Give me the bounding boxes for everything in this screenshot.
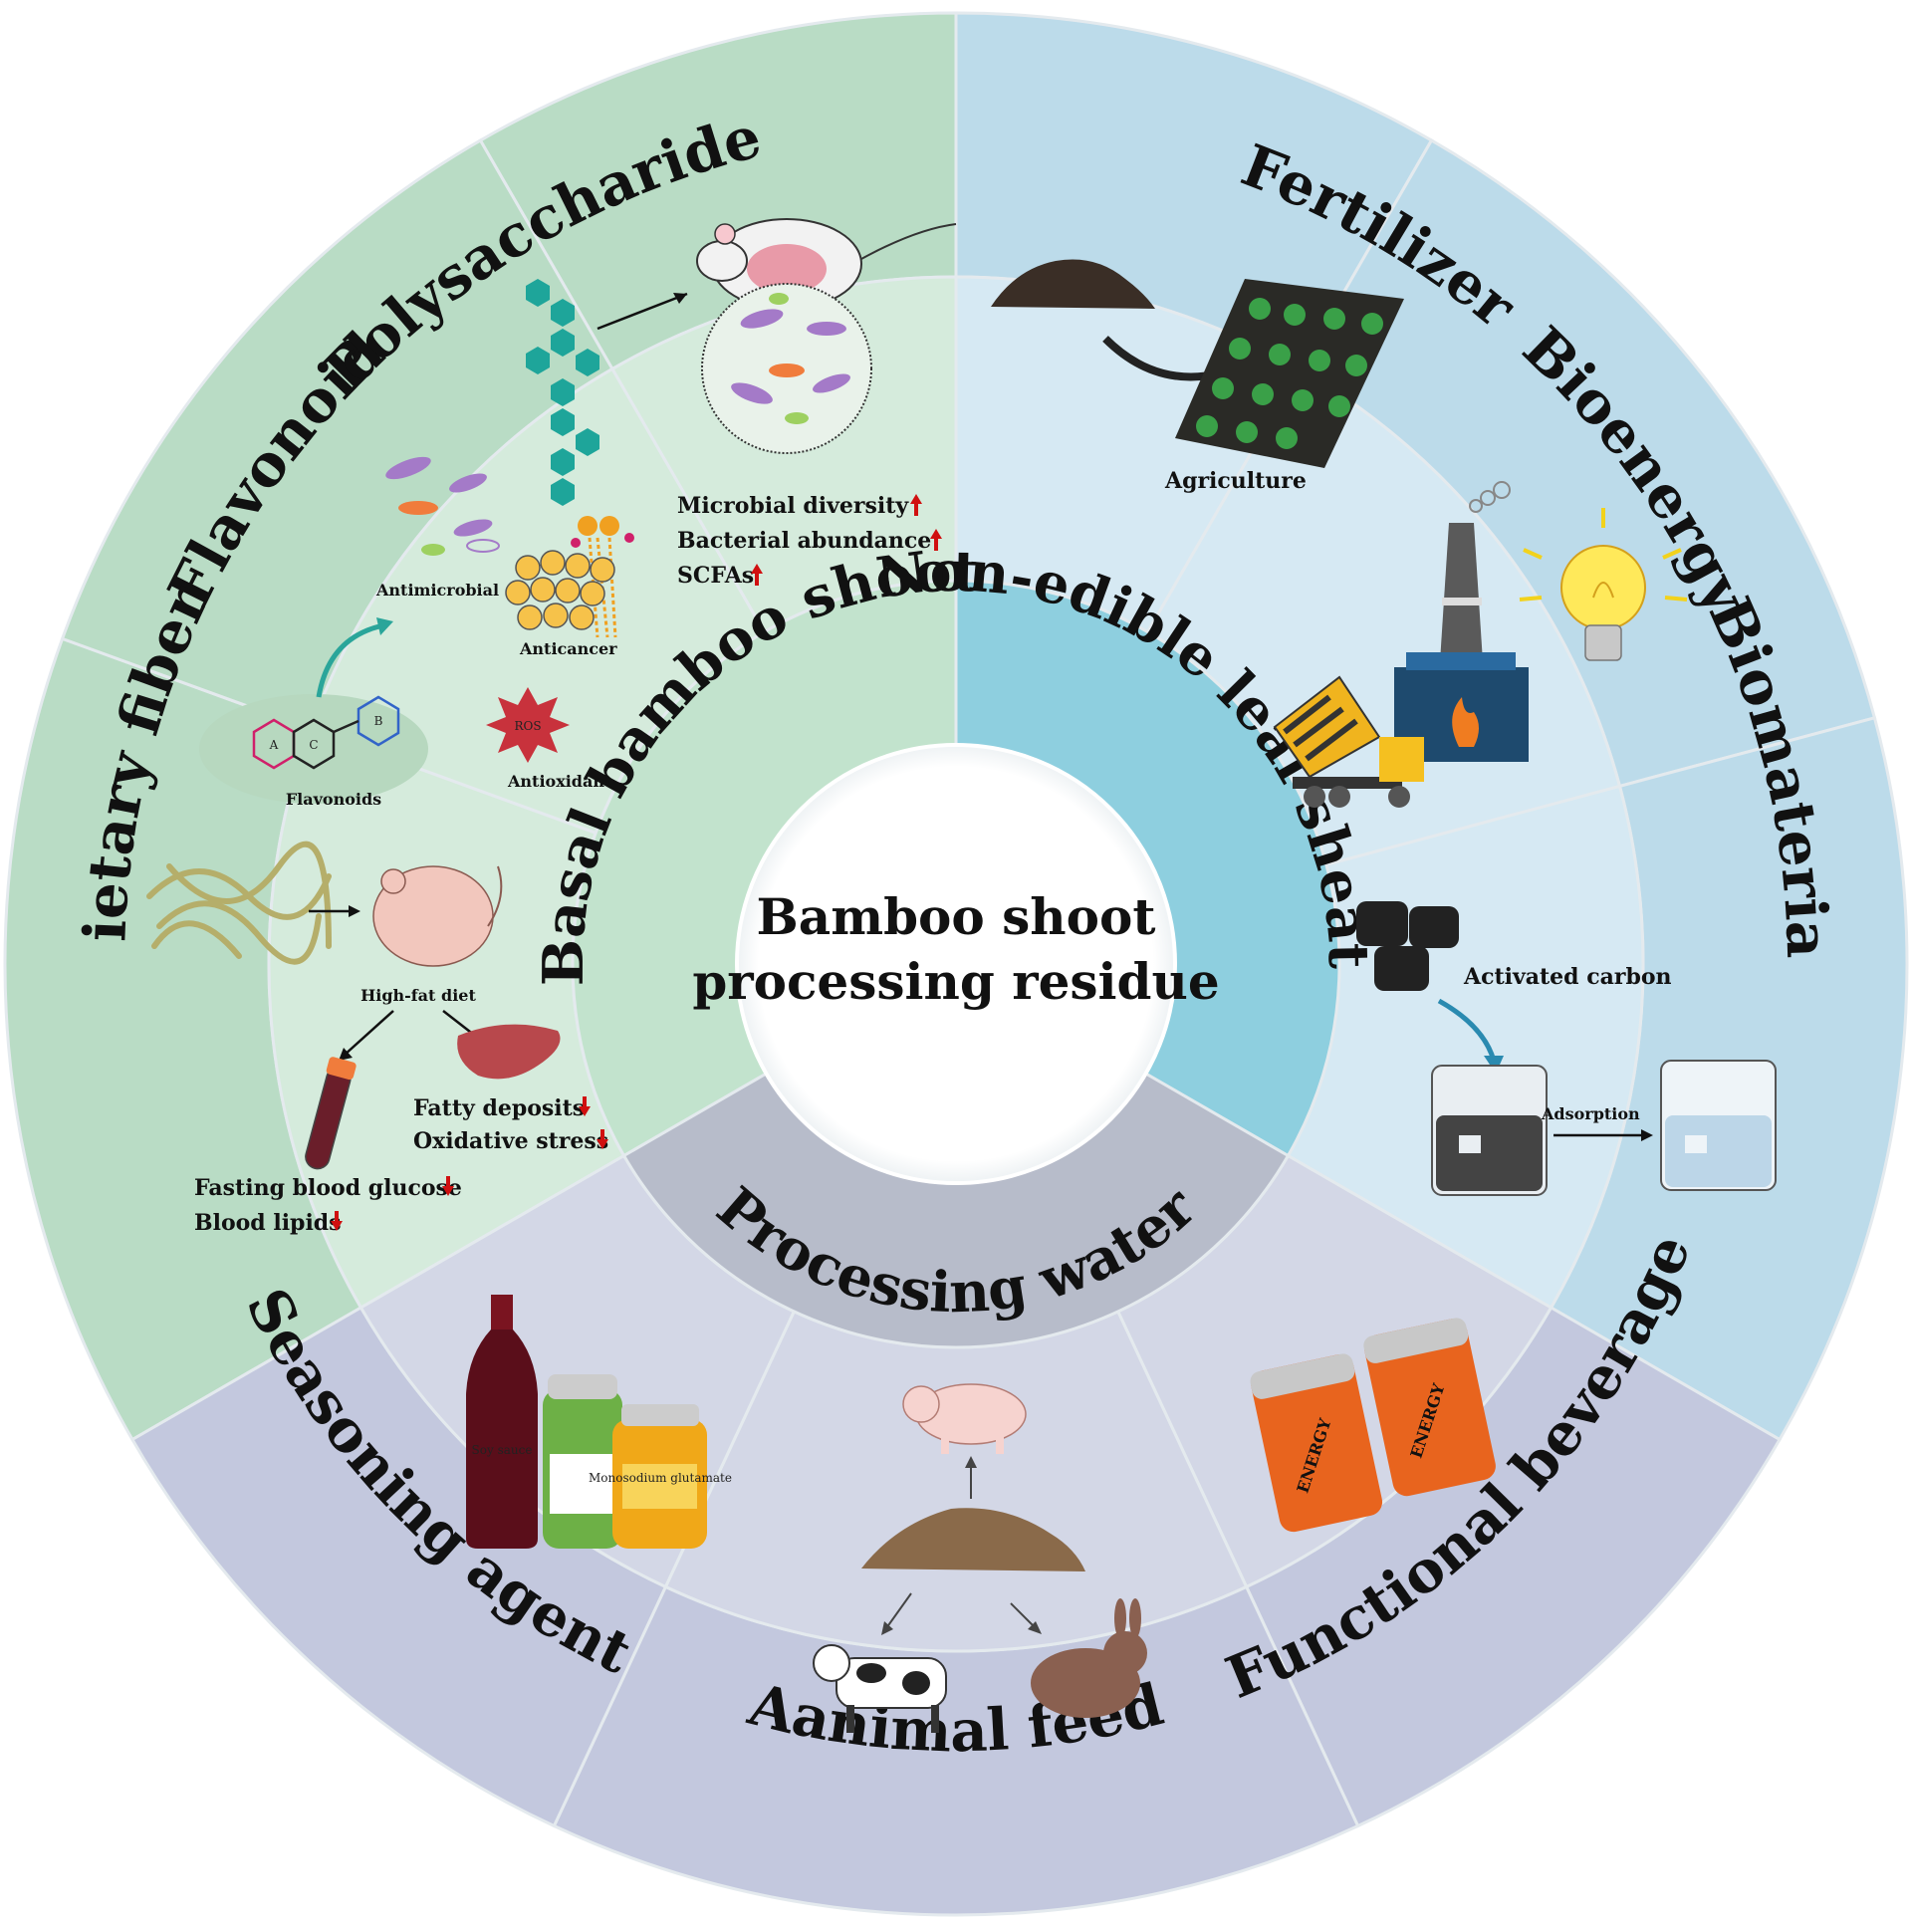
arrow-to-mouse xyxy=(597,292,688,331)
decrease-arrow-icon xyxy=(331,1211,343,1231)
beaker-dirty-icon xyxy=(1431,1065,1548,1196)
cancer-cells-icon xyxy=(505,550,615,630)
dietary-fiber-illustration: High-fat diet Fatty deposits Oxidative s… xyxy=(146,841,608,1236)
center-title-line2: processing residue xyxy=(692,952,1219,1011)
flavonoid-illustration: Antimicrobial Anticancer ROS Antioxidant… xyxy=(199,456,617,809)
note-fatty-deposits: Fatty deposits xyxy=(413,1095,585,1121)
obese-mouse-icon xyxy=(372,865,503,967)
energy-can-icon: ENERGY xyxy=(1363,1318,1496,1497)
seasoning-agent-illustration: Soy sauce Monosodium glutamate xyxy=(466,1295,732,1549)
note-scfas: SCFAs xyxy=(677,563,754,589)
cow-icon xyxy=(813,1644,947,1733)
biomaterial-illustration: Activated carbon Adsorption xyxy=(1356,901,1777,1196)
bioenergy-illustration xyxy=(1273,481,1688,808)
note-adsorption: Adsorption xyxy=(1541,1104,1640,1123)
beaker-clean-icon xyxy=(1660,1060,1777,1191)
note-ros: ROS xyxy=(514,719,541,733)
ring-c-label: C xyxy=(309,738,318,752)
energy-can-icon: ENERGY xyxy=(1250,1353,1383,1533)
middle-ring xyxy=(571,579,1341,1349)
soil-pile-icon xyxy=(991,259,1155,309)
decrease-arrow-icon xyxy=(442,1176,454,1196)
note-bacterial-abundance: Bacterial abundance xyxy=(677,528,931,554)
center-disc xyxy=(735,743,1177,1185)
msg-jar-icon xyxy=(612,1404,707,1549)
note-agriculture: Agriculture xyxy=(1164,468,1307,494)
fertilizer-illustration: Agriculture xyxy=(991,259,1404,494)
note-antioxidant: Antioxidant xyxy=(507,772,612,791)
ros-burst-icon xyxy=(486,687,570,763)
note-blood-lipids: Blood lipids xyxy=(194,1210,342,1236)
note-fasting-blood-glucose: Fasting blood glucose xyxy=(194,1175,462,1201)
flavonoid-structure-icon xyxy=(252,695,400,770)
liver-icon xyxy=(457,1024,561,1080)
crop-field-icon xyxy=(1175,279,1404,468)
note-high-fat-diet: High-fat diet xyxy=(360,986,476,1005)
pig-icon xyxy=(902,1383,1027,1454)
note-microbial-diversity: Microbial diversity xyxy=(677,493,909,519)
mouse-icon xyxy=(696,218,957,310)
drop-arrow-icon xyxy=(1437,998,1497,1062)
soy-sauce-bottle-icon xyxy=(466,1295,538,1549)
increase-arrow-icon xyxy=(930,529,942,551)
flavonoid-arrow-icon xyxy=(316,622,384,698)
salt-shaker-icon xyxy=(543,1374,622,1549)
increase-arrow-icon xyxy=(910,494,922,516)
light-bulb-icon xyxy=(1519,508,1688,661)
rabbit-icon xyxy=(1031,1598,1147,1718)
animal-feed-illustration xyxy=(813,1383,1147,1733)
polysaccharide-chain-icon xyxy=(526,279,634,638)
ring-b-label: B xyxy=(374,714,383,728)
note-antimicrobial: Antimicrobial xyxy=(375,581,499,600)
note-activated-carbon: Activated carbon xyxy=(1463,964,1672,990)
fiber-tangle-icon xyxy=(146,841,332,965)
note-monosodium-glutamate: Monosodium glutamate xyxy=(589,1471,732,1485)
note-soy-sauce: Soy sauce xyxy=(472,1443,533,1457)
center-title-line1: Bamboo shoot xyxy=(757,887,1156,946)
bacteria-icon xyxy=(385,456,500,556)
note-flavonoids: Flavonoids xyxy=(286,790,381,809)
bacteria-icon xyxy=(731,293,850,424)
increase-arrow-icon xyxy=(751,564,763,586)
polysaccharide-illustration: Microbial diversity Bacterial abundance … xyxy=(526,218,957,638)
flavonoid-structure-backdrop xyxy=(199,694,428,804)
functional-beverage-illustration: ENERGY ENERGY xyxy=(1250,1318,1496,1533)
activated-carbon-icon xyxy=(1356,901,1459,991)
decrease-arrow-icon xyxy=(597,1129,608,1149)
note-oxidative-stress: Oxidative stress xyxy=(413,1128,608,1154)
note-anticancer: Anticancer xyxy=(519,639,617,658)
decrease-arrow-icon xyxy=(579,1096,591,1116)
dump-truck-icon xyxy=(1273,675,1424,808)
ring-a-label: A xyxy=(269,738,279,752)
feed-pile-icon xyxy=(861,1508,1085,1571)
blood-tube-icon xyxy=(305,1057,357,1170)
